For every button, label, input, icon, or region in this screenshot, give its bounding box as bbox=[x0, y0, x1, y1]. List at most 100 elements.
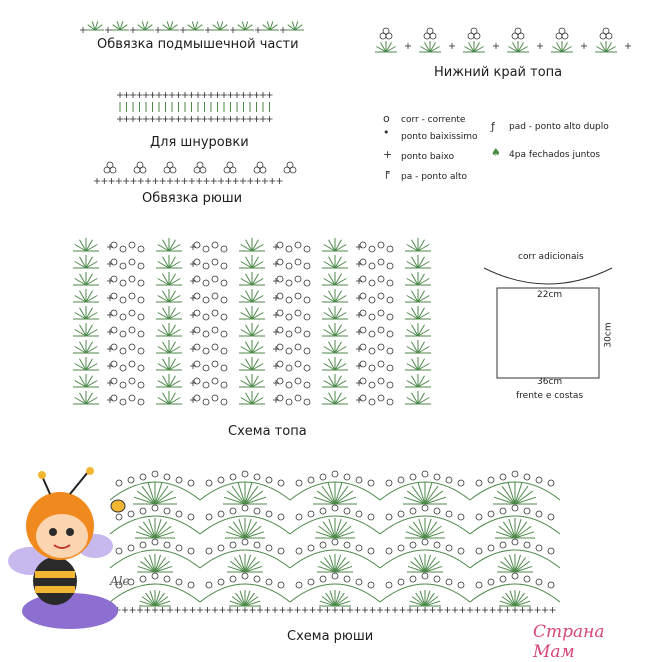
ruffle-chain bbox=[511, 504, 519, 512]
top-chart-chain bbox=[110, 343, 118, 351]
top-chart-chain bbox=[285, 398, 293, 406]
ruffle-chain bbox=[523, 541, 531, 549]
top-edge-picot bbox=[514, 27, 522, 35]
top-chart-chain bbox=[128, 241, 136, 249]
top-chart-chain bbox=[119, 245, 127, 253]
top-chart-chain bbox=[193, 394, 201, 402]
legend-pbx-text: ponto baixissimo bbox=[401, 132, 478, 142]
ruffle-chain bbox=[421, 504, 429, 512]
ruffle-chain bbox=[163, 473, 171, 481]
top-chart-chain bbox=[202, 296, 210, 304]
ruffle-chain bbox=[499, 473, 507, 481]
top-chart-chain bbox=[193, 241, 201, 249]
top-chart-chain bbox=[359, 292, 367, 300]
top-chart-chain bbox=[377, 258, 385, 266]
hook-stitch-icon: ╒ bbox=[383, 166, 390, 179]
top-chart-chain bbox=[368, 398, 376, 406]
top-edge-picot bbox=[517, 32, 525, 40]
pattern-curve bbox=[483, 267, 613, 285]
ruffle-edge-picot bbox=[256, 161, 264, 169]
ruffle-chain bbox=[139, 507, 147, 515]
top-chart-chain bbox=[276, 394, 284, 402]
ruffle-fan-motif bbox=[137, 554, 173, 573]
ruffle-chain bbox=[499, 541, 507, 549]
top-chart-chain bbox=[128, 394, 136, 402]
underarm-fan-motif bbox=[286, 21, 304, 31]
top-edge-fan-motif bbox=[595, 41, 617, 53]
top-chart-chain bbox=[303, 381, 311, 389]
top-chart-chain bbox=[110, 292, 118, 300]
top-chart-fan-motif bbox=[73, 357, 99, 371]
ruffle-edge-picot bbox=[286, 161, 294, 169]
top-chart-chain bbox=[211, 343, 219, 351]
ruffle-chain bbox=[307, 476, 315, 484]
ruffle-chain bbox=[355, 544, 363, 552]
top-chart-chain bbox=[276, 309, 284, 317]
ruffle-scallop bbox=[109, 515, 201, 535]
ruffle-chain bbox=[433, 575, 441, 583]
ruffle-chain bbox=[253, 575, 261, 583]
top-chart-chain bbox=[386, 364, 394, 372]
ruffle-chain bbox=[163, 507, 171, 515]
top-chart-chain bbox=[294, 258, 302, 266]
ruffle-chain bbox=[409, 541, 417, 549]
ruffle-scallop bbox=[379, 583, 471, 603]
ruffle-fan-motif bbox=[499, 590, 531, 607]
ruffle-chain bbox=[187, 513, 195, 521]
top-chart-chain bbox=[211, 377, 219, 385]
ruffle-chain bbox=[511, 470, 519, 478]
top-chart-chain bbox=[193, 343, 201, 351]
ruffle-chain bbox=[241, 470, 249, 478]
top-chart-fan-motif bbox=[405, 357, 431, 371]
ruffle-chain bbox=[499, 575, 507, 583]
top-chart-chain bbox=[137, 245, 145, 253]
top-chart-chain bbox=[202, 347, 210, 355]
ruffle-chain bbox=[319, 575, 327, 583]
top-chart-chain bbox=[294, 343, 302, 351]
top-chart-chain bbox=[294, 377, 302, 385]
top-chart-fan-motif bbox=[239, 238, 265, 252]
ruffle-edge-picot bbox=[139, 166, 147, 174]
ruffle-scallop bbox=[379, 549, 471, 569]
ruffle-chain bbox=[421, 572, 429, 580]
top-chart-chain bbox=[220, 330, 228, 338]
top-chart-chain bbox=[119, 398, 127, 406]
top-chart-chain bbox=[303, 313, 311, 321]
top-chart-fan-motif bbox=[405, 289, 431, 303]
ruffle-chain bbox=[331, 538, 339, 546]
ruffle-chain bbox=[127, 476, 135, 484]
top-chart-chain bbox=[137, 279, 145, 287]
ruffle-chain bbox=[433, 541, 441, 549]
ruffle-chain bbox=[535, 544, 543, 552]
top-chart-fan-motif bbox=[73, 272, 99, 286]
ruffle-chain bbox=[229, 541, 237, 549]
ruffle-chain bbox=[331, 470, 339, 478]
top-chart-fan-motif bbox=[322, 272, 348, 286]
ruffle-chart-caption: Схема рюши bbox=[287, 629, 374, 644]
ruffle-chain bbox=[523, 575, 531, 583]
top-chart-chain bbox=[193, 377, 201, 385]
ruffle-chain bbox=[475, 547, 483, 555]
legend-4pa-text: 4pa fechados juntos bbox=[509, 150, 601, 160]
top-chart-fan-motif bbox=[322, 289, 348, 303]
top-chart-chain bbox=[377, 292, 385, 300]
ruffle-chain bbox=[343, 541, 351, 549]
top-chart-chain bbox=[202, 245, 210, 253]
top-chart-fan-motif bbox=[405, 255, 431, 269]
top-chart-chain bbox=[294, 394, 302, 402]
top-chart-chain bbox=[119, 296, 127, 304]
ruffle-chain bbox=[535, 476, 543, 484]
ruffle-chain bbox=[205, 479, 213, 487]
top-edge-picot bbox=[429, 32, 437, 40]
top-chart-chain bbox=[137, 381, 145, 389]
underarm-fan-motif bbox=[261, 21, 279, 31]
top-chart-chain bbox=[368, 347, 376, 355]
top-chart-chain bbox=[119, 364, 127, 372]
top-chart-chain bbox=[110, 377, 118, 385]
ruffle-edge-picot bbox=[289, 166, 297, 174]
top-chart-chain bbox=[202, 330, 210, 338]
ruffle-chain bbox=[397, 544, 405, 552]
top-chart-chain bbox=[303, 245, 311, 253]
top-chart-chain bbox=[220, 398, 228, 406]
top-chart-chain bbox=[276, 343, 284, 351]
